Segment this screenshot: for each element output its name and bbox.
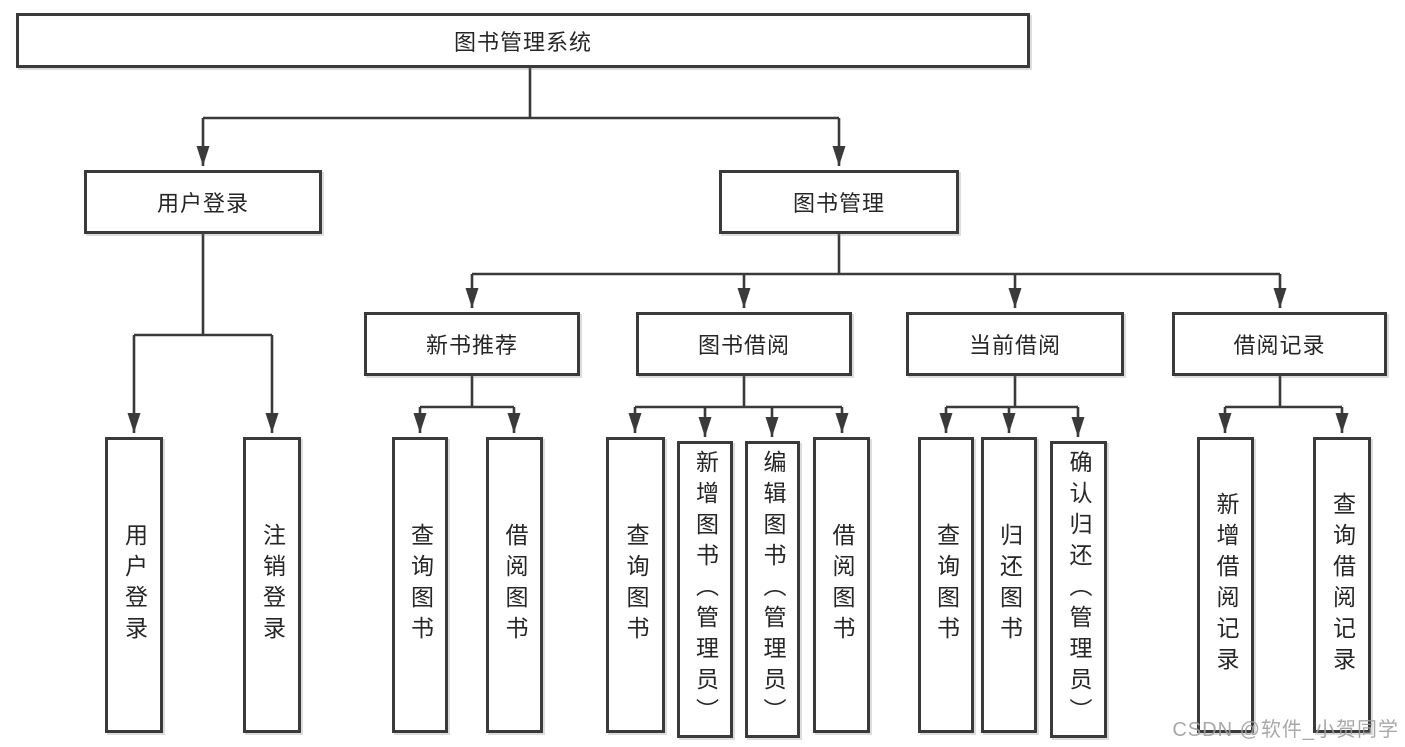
leaf-label: 查询借阅记录: [1329, 492, 1356, 678]
leaf-add-borrow-record: 新增借阅记录: [1197, 437, 1254, 733]
leaf-borrow-books: 借阅图书: [813, 437, 870, 733]
leaf-confirm-return-admin: 确认归还（管理员）: [1050, 441, 1107, 738]
leaf-label: 查询图书: [407, 523, 434, 647]
node-label: 图书借阅: [697, 333, 790, 358]
node-label: 用户登录: [156, 191, 249, 216]
node-book-borrowing: 图书借阅: [636, 312, 852, 376]
leaf-label: 归还图书: [996, 523, 1023, 647]
leaf-edit-book-admin: 编辑图书（管理员）: [745, 441, 800, 738]
node-borrowing-records: 借阅记录: [1172, 312, 1387, 376]
csdn-watermark: CSDN @软件_小贺同学: [1172, 719, 1399, 741]
leaf-label: 查询图书: [933, 523, 960, 647]
node-new-book-recommend: 新书推荐: [364, 312, 580, 376]
node-label: 借阅记录: [1233, 333, 1326, 358]
node-label: 当前借阅: [968, 333, 1061, 358]
leaf-label: 用户登录: [121, 523, 148, 647]
leaf-borrow-books-recommend: 借阅图书: [486, 437, 543, 733]
node-label: 图书管理系统: [453, 29, 592, 55]
leaf-query-borrow-record: 查询借阅记录: [1313, 437, 1371, 733]
leaf-label: 借阅图书: [829, 523, 855, 647]
node-current-borrowing: 当前借阅: [906, 312, 1124, 376]
leaf-add-book-admin: 新增图书（管理员）: [677, 441, 733, 738]
leaf-query-books-current: 查询图书: [918, 437, 974, 733]
leaf-return-books: 归还图书: [981, 437, 1037, 733]
leaf-logout: 注销登录: [243, 437, 301, 733]
leaf-label: 确认归还（管理员）: [1066, 450, 1092, 729]
leaf-label: 编辑图书（管理员）: [760, 450, 786, 729]
leaf-query-books-recommend: 查询图书: [392, 437, 448, 733]
leaf-label: 借阅图书: [502, 523, 528, 647]
node-user-login-branch: 用户登录: [84, 170, 322, 234]
leaf-label: 注销登录: [259, 523, 286, 647]
leaf-label: 新增借阅记录: [1213, 492, 1239, 678]
node-book-management-branch: 图书管理: [719, 170, 959, 234]
leaf-label: 新增图书（管理员）: [692, 450, 719, 729]
node-library-system-root: 图书管理系统: [16, 13, 1030, 68]
leaf-label: 查询图书: [623, 523, 649, 647]
node-label: 新书推荐: [425, 333, 518, 358]
leaf-user-login: 用户登录: [105, 437, 163, 733]
leaf-query-books-borrowing: 查询图书: [606, 437, 665, 733]
node-label: 图书管理: [792, 191, 885, 216]
